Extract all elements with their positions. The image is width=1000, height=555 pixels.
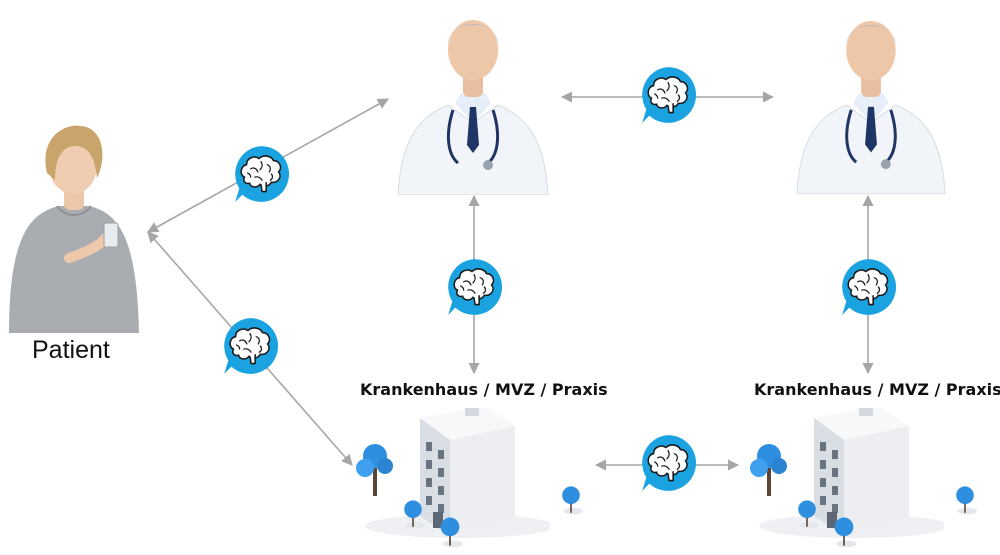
brain-bubble-icon bbox=[234, 145, 290, 203]
patient-label: Patient bbox=[32, 336, 110, 364]
brain-bubble-icon bbox=[641, 66, 697, 124]
brain-bubbles bbox=[223, 66, 897, 492]
hospital-2-illustration bbox=[750, 408, 977, 548]
doctor-1-image bbox=[396, 18, 550, 195]
brain-bubble-icon bbox=[841, 258, 897, 316]
tree-icon bbox=[562, 486, 583, 515]
doctor-2-image bbox=[795, 19, 947, 195]
hospital-building-icon bbox=[759, 408, 944, 538]
hospital-1-label: Krankenhaus / MVZ / Praxis bbox=[360, 380, 608, 399]
tree-icon bbox=[356, 444, 393, 496]
brain-bubble-icon bbox=[447, 258, 503, 316]
hospital-building-icon bbox=[365, 408, 550, 538]
tree-icon bbox=[750, 444, 787, 496]
patient-image bbox=[9, 126, 139, 333]
tree-icon bbox=[956, 486, 977, 515]
brain-bubble-icon bbox=[641, 434, 697, 492]
brain-bubble-icon bbox=[223, 317, 279, 375]
hospital-2-label: Krankenhaus / MVZ / Praxis bbox=[754, 380, 1000, 399]
hospital-1-illustration bbox=[356, 408, 583, 548]
